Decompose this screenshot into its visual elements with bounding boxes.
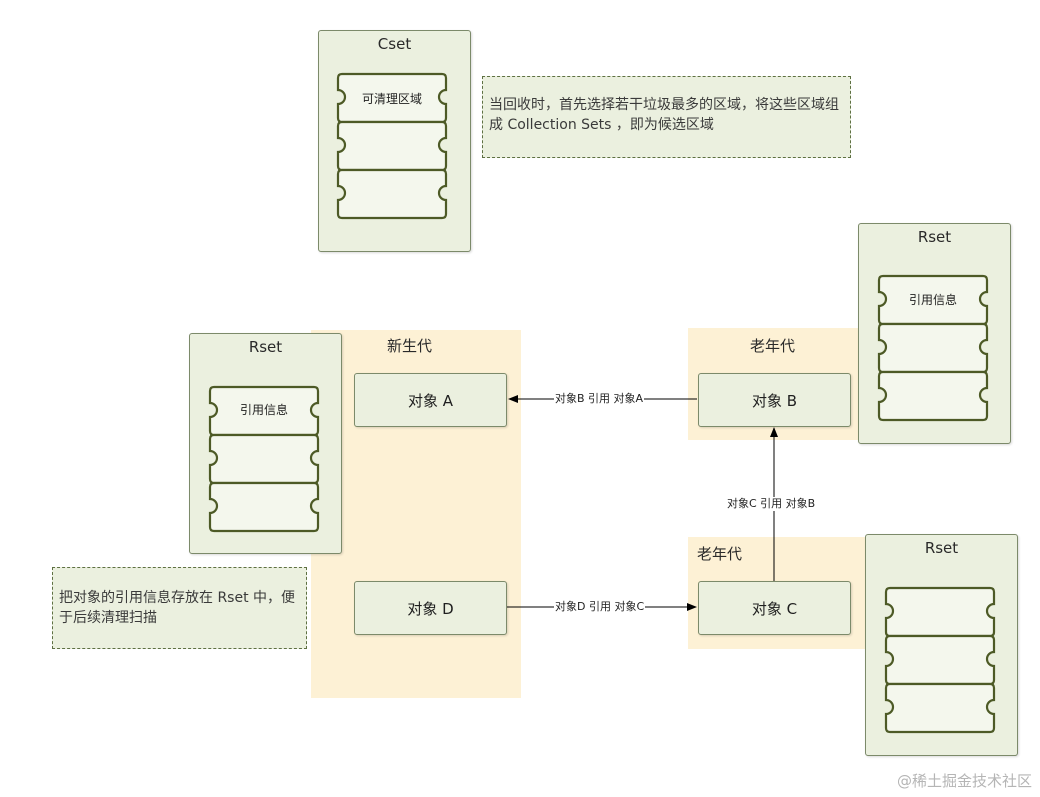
old-generation-label-top: 老年代	[750, 337, 796, 355]
edge-label-b-to-a: 对象B 引用 对象A	[554, 392, 645, 406]
cset-slots: 可清理区域	[336, 72, 448, 220]
rset-top-right-title: Rset	[917, 228, 952, 246]
rset-left-title: Rset	[248, 338, 283, 356]
rset-bottom-right-title: Rset	[924, 539, 959, 557]
object-a: 对象 A	[354, 373, 507, 427]
watermark: @稀土掘金技术社区	[896, 772, 1032, 790]
rset-note: 把对象的引用信息存放在 Rset 中，便于后续清理扫描	[52, 567, 307, 649]
cset-title: Cset	[377, 35, 412, 53]
rset-note-text: 把对象的引用信息存放在 Rset 中，便于后续清理扫描	[59, 590, 296, 626]
object-c: 对象 C	[698, 581, 851, 635]
cset-slot-1-label: 可清理区域	[362, 92, 422, 106]
rset-bottom-right-slots	[884, 586, 996, 734]
rset-left-slot-1-label: 引用信息	[240, 402, 288, 417]
edge-label-d-to-c: 对象D 引用 对象C	[554, 600, 646, 614]
object-d: 对象 D	[354, 581, 507, 635]
edge-label-c-to-b: 对象C 引用 对象B	[726, 497, 817, 511]
rset-top-right-slot-1-label: 引用信息	[909, 292, 957, 307]
rset-top-right-slot-3	[877, 370, 989, 422]
young-generation-label: 新生代	[387, 337, 433, 355]
old-generation-label-bottom: 老年代	[697, 545, 743, 563]
rset-left-slot-3	[208, 481, 320, 533]
object-b: 对象 B	[698, 373, 851, 427]
rset-left-slots: 引用信息	[208, 385, 320, 533]
rset-bottom-right-slot-3	[884, 682, 996, 734]
rset-top-right-slots: 引用信息	[877, 274, 989, 422]
cset-note: 当回收时，首先选择若干垃圾最多的区域，将这些区域组成 Collection Se…	[482, 76, 851, 158]
cset-slot-3	[336, 168, 448, 220]
cset-note-text: 当回收时，首先选择若干垃圾最多的区域，将这些区域组成 Collection Se…	[489, 97, 839, 133]
